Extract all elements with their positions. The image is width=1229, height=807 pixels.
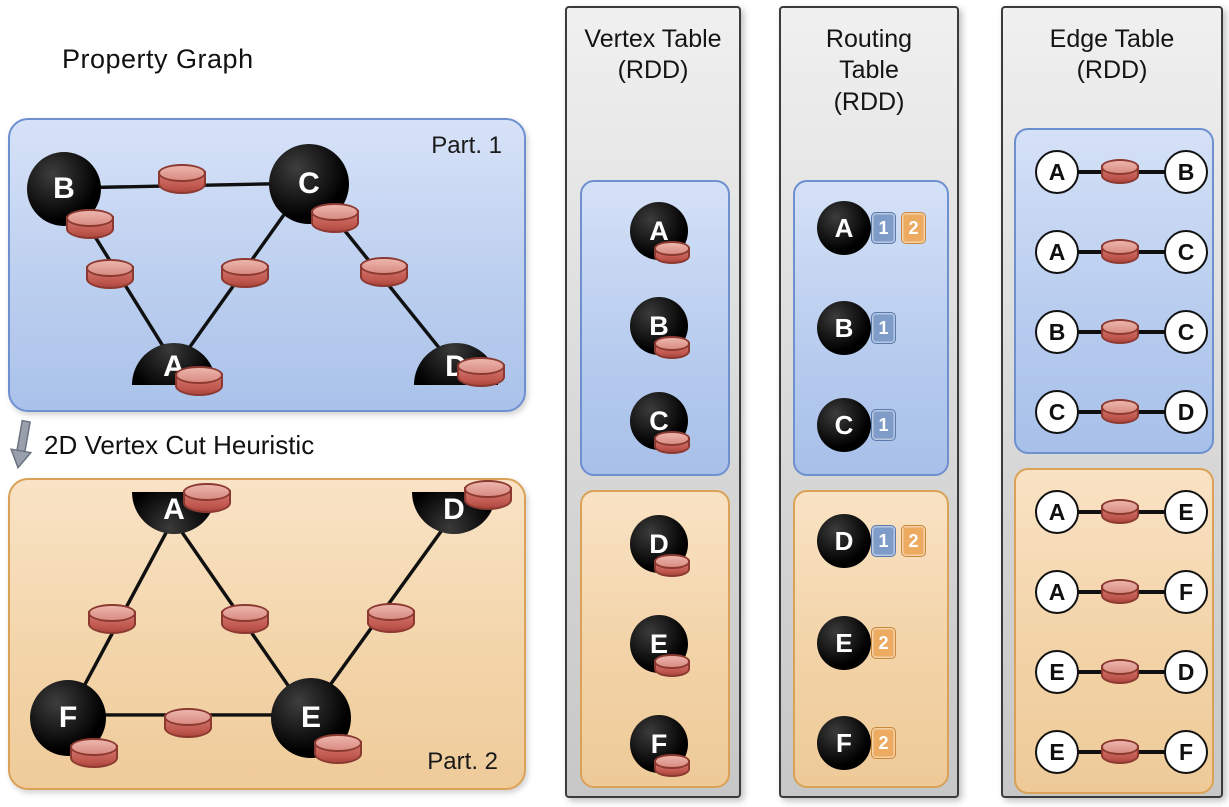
edge-row: E D <box>1016 649 1212 695</box>
routing-entry-vertex: C <box>817 398 871 452</box>
routing-table-part2-group: D 1 2 E 2 F 2 <box>793 490 949 788</box>
vertex-table-title-line1: Vertex Table <box>584 25 722 53</box>
edge-dst-vertex: B <box>1164 150 1208 194</box>
vertex-property-cylinder-icon <box>457 357 505 388</box>
routing-entry-vertex: E <box>817 616 871 670</box>
edge-dst-vertex: F <box>1164 730 1208 774</box>
partition-2-box: Part. 2 A D F E <box>8 478 526 790</box>
edge-row: A E <box>1016 489 1212 535</box>
routing-entry-vertex: F <box>817 716 871 770</box>
edge-dst-vertex: C <box>1164 230 1208 274</box>
edge-dst-vertex: C <box>1164 310 1208 354</box>
partition-1-box: Part. 1 B C A D <box>8 118 526 412</box>
edge-property-cylinder-icon <box>1101 239 1139 264</box>
routing-table-title-line3: (RDD) <box>833 87 905 116</box>
vertex-table-title-line2: (RDD) <box>617 56 689 85</box>
edge-row: A F <box>1016 569 1212 615</box>
edge-row: C D <box>1016 389 1212 435</box>
partition-1-label: Part. 1 <box>431 132 502 159</box>
edge-table-part1-group: A B A C B C C D <box>1014 128 1214 454</box>
edge-property-cylinder-icon <box>367 603 415 634</box>
edge-property-cylinder-icon <box>1101 739 1139 764</box>
routing-partition-badge: 1 <box>871 212 896 244</box>
vertex-property-cylinder-icon <box>654 336 690 360</box>
edge-src-vertex: E <box>1035 650 1079 694</box>
edge-src-vertex: A <box>1035 490 1079 534</box>
vertex-property-cylinder-icon <box>654 754 690 778</box>
routing-table-title-line2: Table <box>839 56 899 85</box>
edge-property-cylinder-icon <box>1101 499 1139 524</box>
edge-property-cylinder-icon <box>1101 659 1139 684</box>
vertex-cut-arrow-icon <box>6 418 38 477</box>
edge-src-vertex: A <box>1035 150 1079 194</box>
edge-table-title: Edge Table (RDD) <box>1003 24 1221 87</box>
edge-property-cylinder-icon <box>1101 319 1139 344</box>
partition-2-label: Part. 2 <box>427 748 498 775</box>
edge-src-vertex: A <box>1035 570 1079 614</box>
vertex-table-title: Vertex Table (RDD) <box>567 24 739 87</box>
edge-property-cylinder-icon <box>86 259 134 290</box>
edge-dst-vertex: F <box>1164 570 1208 614</box>
edge-property-cylinder-icon <box>221 258 269 289</box>
vertex-table-part2-group: D E F <box>580 490 730 788</box>
routing-table-title: Routing Table (RDD) <box>781 24 957 118</box>
edge-property-cylinder-icon <box>221 604 269 635</box>
vertex-property-cylinder-icon <box>314 734 362 765</box>
routing-partition-badge: 1 <box>871 312 896 344</box>
routing-partition-badge: 1 <box>871 525 896 557</box>
edge-property-cylinder-icon <box>158 164 206 195</box>
vertex-property-cylinder-icon <box>654 431 690 455</box>
routing-partition-badge: 2 <box>901 212 926 244</box>
edge-dst-vertex: D <box>1164 390 1208 434</box>
routing-table-part1-group: A 1 2 B 1 C 1 <box>793 180 949 476</box>
edge-src-vertex: E <box>1035 730 1079 774</box>
vertex-property-cylinder-icon <box>183 483 231 514</box>
edge-property-cylinder-icon <box>1101 579 1139 604</box>
vertex-property-cylinder-icon <box>654 241 690 265</box>
vertex-property-cylinder-icon <box>175 366 223 397</box>
vertex-property-cylinder-icon <box>66 209 114 240</box>
edge-table-title-line1: Edge Table <box>1049 25 1175 53</box>
routing-table-title-line1: Routing <box>825 25 913 53</box>
routing-entry-vertex: D <box>817 514 871 568</box>
property-graph-title: Property Graph <box>62 44 254 74</box>
edge-property-cylinder-icon <box>360 257 408 288</box>
edge-table-title-line2: (RDD) <box>1076 56 1148 85</box>
vertex-table-panel: Vertex Table (RDD) A B C D E F <box>565 6 741 798</box>
edge-property-cylinder-icon <box>1101 399 1139 424</box>
routing-partition-badge: 2 <box>901 525 926 557</box>
edge-src-vertex: B <box>1035 310 1079 354</box>
edge-row: A C <box>1016 229 1212 275</box>
vertex-cut-label: 2D Vertex Cut Heuristic <box>44 430 315 460</box>
vertex-property-cylinder-icon <box>70 738 118 769</box>
edge-property-cylinder-icon <box>1101 159 1139 184</box>
vertex-property-cylinder-icon <box>311 203 359 234</box>
edge-row: A B <box>1016 149 1212 195</box>
edge-src-vertex: A <box>1035 230 1079 274</box>
vertex-property-cylinder-icon <box>654 654 690 678</box>
routing-entry-vertex: A <box>817 201 871 255</box>
vertex-table-part1-group: A B C <box>580 180 730 476</box>
edge-table-panel: Edge Table (RDD) A B A C B C <box>1001 6 1223 798</box>
routing-entry-vertex: B <box>817 301 871 355</box>
edge-row: E F <box>1016 729 1212 775</box>
graph-vertex-b: B <box>27 152 101 226</box>
routing-partition-badge: 2 <box>871 727 896 759</box>
edge-src-vertex: C <box>1035 390 1079 434</box>
edge-dst-vertex: E <box>1164 490 1208 534</box>
routing-partition-badge: 2 <box>871 627 896 659</box>
routing-table-panel: Routing Table (RDD) A 1 2 B 1 C 1 D 1 2 … <box>779 6 959 798</box>
edge-property-cylinder-icon <box>88 604 136 635</box>
vertex-property-cylinder-icon <box>464 480 512 511</box>
vertex-property-cylinder-icon <box>654 554 690 578</box>
edge-dst-vertex: D <box>1164 650 1208 694</box>
routing-partition-badge: 1 <box>871 409 896 441</box>
edge-property-cylinder-icon <box>164 708 212 739</box>
edge-row: B C <box>1016 309 1212 355</box>
edge-table-part2-group: A E A F E D E F <box>1014 468 1214 794</box>
